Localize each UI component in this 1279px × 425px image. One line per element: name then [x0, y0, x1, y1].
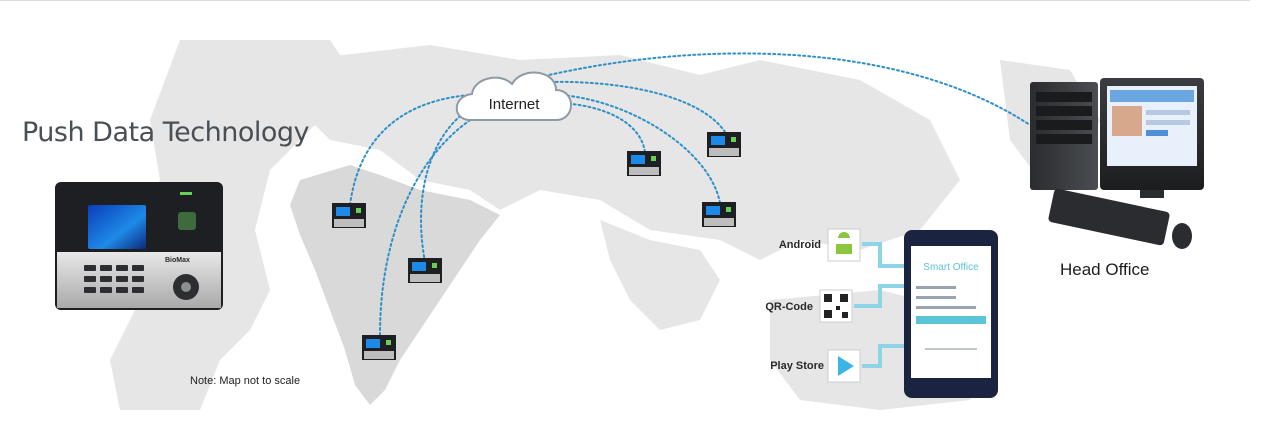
internet-label: Internet: [488, 96, 540, 113]
internet-cloud: [455, 71, 572, 121]
map-device-1: [332, 203, 366, 228]
head-office-computer: [1030, 78, 1204, 249]
terminal-sensor: [178, 212, 196, 230]
link-device-6: [544, 80, 726, 133]
monitor-stand: [1140, 190, 1164, 198]
map-device-6: [702, 202, 736, 227]
head-office-label: Head Office: [1060, 260, 1150, 279]
android-link: [862, 242, 908, 268]
link-device-5: [559, 94, 721, 204]
phone-app-name: Smart Office: [923, 262, 979, 273]
biometric-terminal: BioMax: [55, 182, 223, 310]
qr-code-label: QR-Code: [765, 301, 813, 313]
top-divider: [0, 0, 1250, 3]
device-markers: [332, 132, 741, 360]
terminal-screen: [88, 205, 146, 249]
keyboard: [1048, 188, 1170, 246]
terminal-indicator: [180, 192, 192, 195]
link-head-office: [539, 52, 1031, 126]
play-store-label: Play Store: [770, 360, 824, 372]
app-source-icons: [819, 228, 861, 383]
terminal-keys: [84, 265, 144, 293]
connection-lines: [349, 52, 1031, 336]
map-note: Note: Map not to scale: [190, 375, 301, 387]
map-india: [290, 165, 500, 405]
link-device-4: [559, 102, 646, 153]
terminal-brand: BioMax: [165, 257, 190, 264]
playstore-link: [862, 344, 908, 368]
cloud-shape: [455, 71, 572, 121]
page-title: Push Data Technology: [22, 117, 309, 148]
android-label: Android: [778, 239, 821, 251]
app-links: [854, 242, 908, 368]
link-device-3: [379, 114, 479, 336]
map-southeast-asia: [600, 220, 720, 330]
link-device-1: [349, 94, 471, 206]
map-device-3: [362, 335, 396, 360]
smartphone: [904, 230, 998, 398]
phone-screen: [911, 246, 991, 378]
mouse: [1172, 223, 1192, 249]
map-africa-region: [110, 40, 350, 410]
map-device-2: [408, 258, 442, 283]
map-device-4: [627, 151, 661, 176]
qr-link: [854, 284, 908, 308]
map-device-5: [707, 132, 741, 157]
